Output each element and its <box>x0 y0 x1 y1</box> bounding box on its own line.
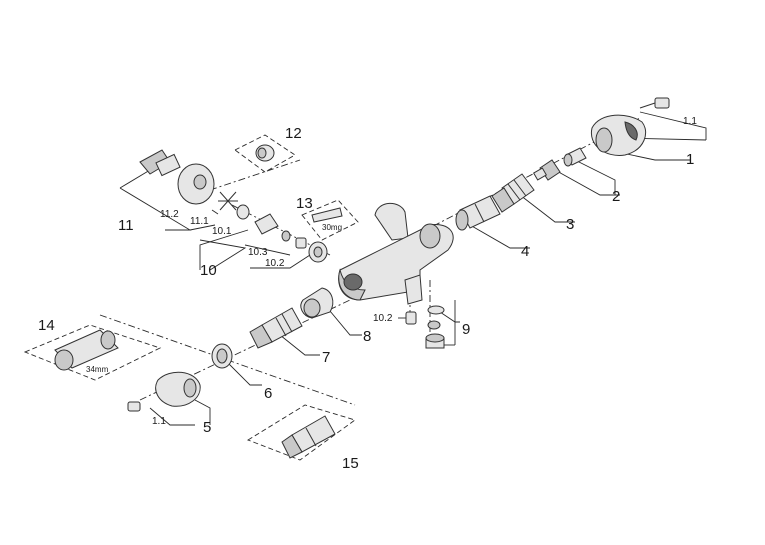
part-labels: 1 1.1 2 3 4 5 1.1 6 7 8 9 10 10.1 10.2 1… <box>38 116 697 472</box>
thermostat-cartridge-4 <box>455 195 501 231</box>
label-8: 8 <box>363 328 371 345</box>
label-10: 10 <box>200 262 217 279</box>
label-10-1: 10.1 <box>212 226 232 237</box>
label-15: 15 <box>342 455 359 472</box>
label-1: 1 <box>686 151 694 168</box>
check-valve-10 <box>254 213 328 263</box>
handle-cap-1 <box>590 114 647 156</box>
box-item-15 <box>246 404 356 461</box>
label-1-1-bottom: 1.1 <box>152 416 166 427</box>
label-3: 3 <box>566 216 574 233</box>
spare-cartridge-15 <box>281 415 336 459</box>
label-14: 14 <box>38 317 55 334</box>
screw-1-1-top <box>639 97 670 109</box>
label-13: 13 <box>296 195 313 212</box>
cartridge-7 <box>249 307 303 349</box>
screen-12 <box>255 144 275 162</box>
label-11: 11 <box>118 217 134 234</box>
washer-10-1 <box>236 204 250 220</box>
box-item-13 <box>301 199 359 241</box>
wrench-size: 34mm <box>86 365 109 374</box>
box-item-12 <box>234 134 296 173</box>
screw-1-1-bottom <box>127 401 141 412</box>
label-10-2-bottom: 10.2 <box>373 313 393 324</box>
star-washer-11-1 <box>218 191 238 211</box>
cartridge-small-2 <box>532 159 561 181</box>
eccentric-11-2 <box>139 149 181 177</box>
label-4: 4 <box>521 243 529 260</box>
label-10-2: 10.2 <box>265 258 285 269</box>
leader-lines <box>119 111 707 426</box>
mixer-body <box>338 202 454 305</box>
nut-2 <box>563 147 587 167</box>
label-2: 2 <box>612 188 620 205</box>
label-5: 5 <box>203 419 211 436</box>
label-10-3: 10.3 <box>248 247 268 258</box>
wrench-14 <box>54 329 119 371</box>
wall-flange-11 <box>177 163 215 205</box>
label-12: 12 <box>285 125 302 142</box>
diverter-parts-9 <box>425 305 445 349</box>
grease-amount: 30mg <box>322 223 342 232</box>
label-11-2: 11.2 <box>160 209 179 220</box>
box-item-14 <box>23 324 162 381</box>
label-1-1-top: 1.1 <box>683 116 697 127</box>
insert-10-2-bottom <box>405 311 417 325</box>
grease-13 <box>311 207 343 223</box>
label-11-1: 11.1 <box>190 216 209 227</box>
label-9: 9 <box>462 321 470 338</box>
nut-8 <box>300 287 334 319</box>
label-7: 7 <box>322 349 330 366</box>
cartridge-3 <box>491 173 535 213</box>
label-6: 6 <box>264 385 272 402</box>
ring-6 <box>211 343 233 369</box>
handle-5 <box>155 371 201 407</box>
